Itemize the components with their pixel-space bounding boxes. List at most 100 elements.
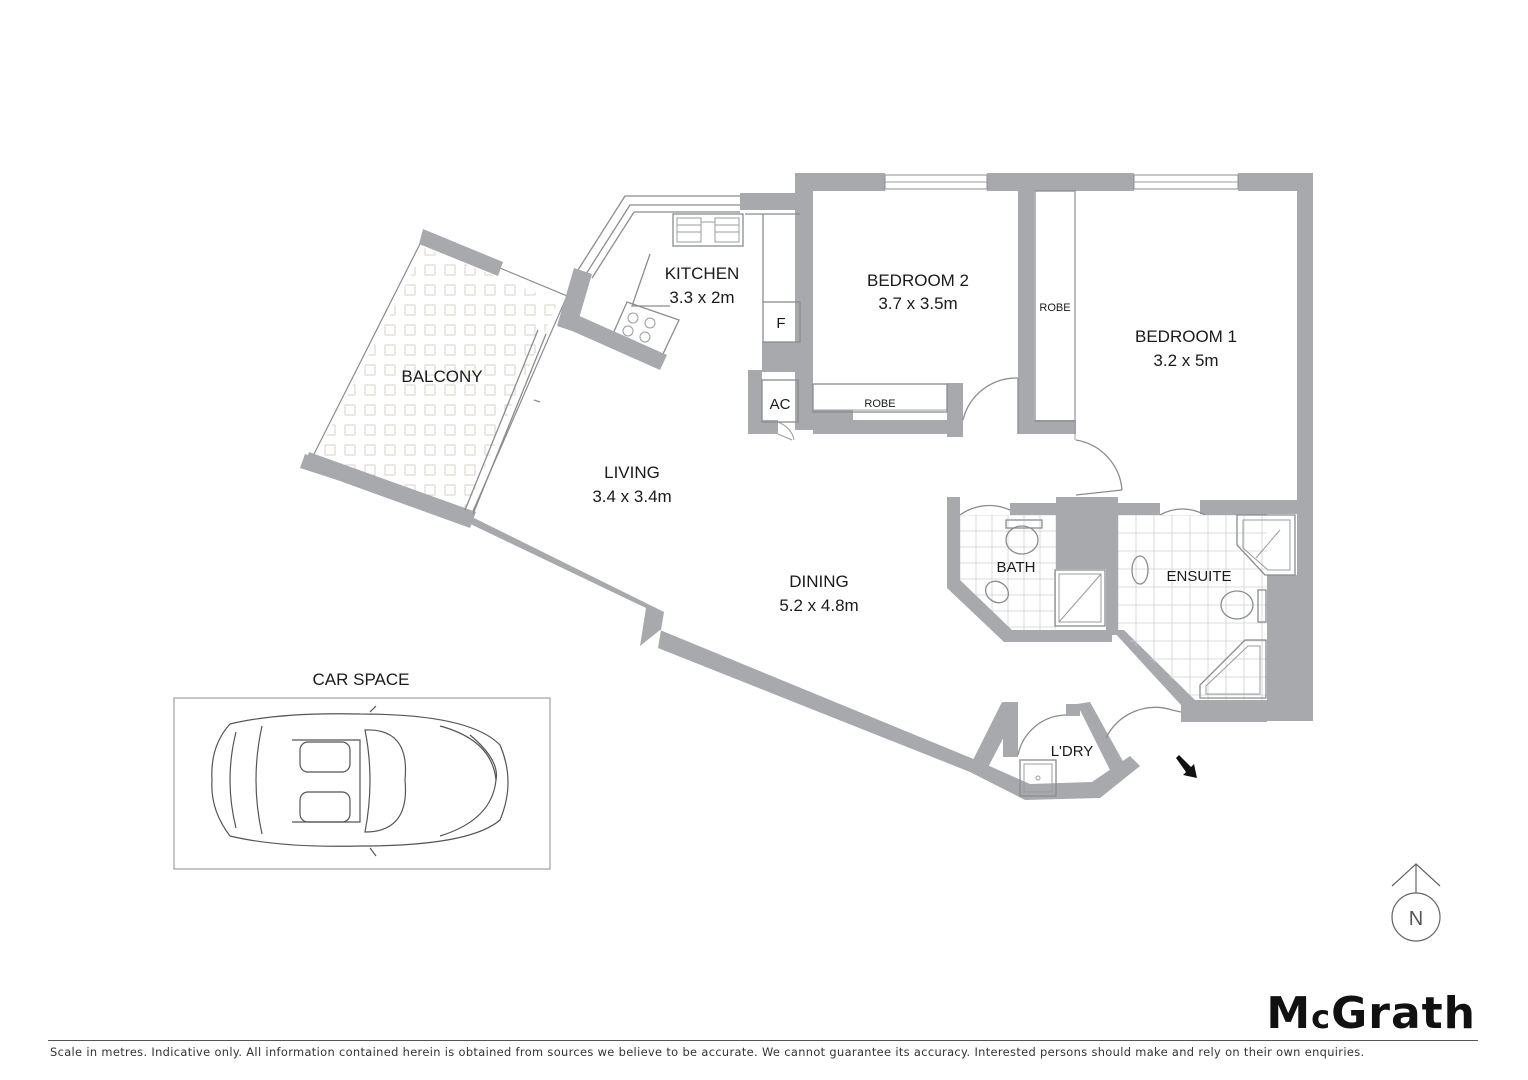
balcony-tile: [344, 344, 356, 356]
balcony-tile: [305, 385, 315, 395]
balcony-tile: [484, 484, 496, 496]
mcgrath-logo: McGrath: [1266, 988, 1476, 1039]
balcony-tile: [504, 384, 516, 396]
laundry-name: L'DRY: [1051, 743, 1094, 760]
bath-name: BATH: [997, 559, 1036, 576]
balcony-tile: [524, 264, 536, 276]
balcony-tile: [344, 504, 356, 510]
balcony-tile: [324, 324, 336, 336]
balcony-tile: [344, 248, 356, 256]
balcony-tile: [565, 425, 575, 435]
balcony-tile: [504, 324, 516, 336]
balcony-tile: [424, 484, 436, 496]
balcony-tile: [524, 304, 536, 316]
balcony-tile: [324, 364, 336, 376]
balcony-tile: [484, 304, 496, 316]
balcony-tile: [344, 264, 356, 276]
balcony-tile: [324, 404, 336, 416]
balcony-tile: [344, 484, 356, 496]
balcony-tile: [384, 284, 396, 296]
balcony-tile: [524, 484, 536, 496]
balcony-tile: [464, 404, 476, 416]
balcony-tile: [305, 505, 315, 515]
robes: [812, 190, 1076, 440]
balcony-tile: [324, 444, 336, 456]
fridge-label: F: [776, 315, 785, 332]
balcony-tile: [484, 404, 496, 416]
balcony-tile: [544, 264, 556, 276]
balcony-tile: [484, 284, 496, 296]
balcony-tile: [305, 325, 315, 335]
balcony-tile: [424, 364, 436, 376]
balcony-tile: [344, 284, 356, 296]
balcony-tile: [364, 424, 376, 436]
balcony-tile: [384, 344, 396, 356]
balcony-tile: [444, 284, 456, 296]
balcony-tile: [384, 464, 396, 476]
balcony-tile: [444, 304, 456, 316]
balcony-tile: [504, 504, 516, 510]
balcony-tile: [364, 248, 376, 256]
balcony-tile: [384, 364, 396, 376]
compass-letter: N: [1409, 908, 1423, 930]
balcony-tile: [424, 324, 436, 336]
car-space-label: CAR SPACE: [313, 670, 410, 689]
car-space: [173, 697, 551, 870]
balcony-tile: [484, 364, 496, 376]
balcony-tile: [364, 444, 376, 456]
balcony-tile: [424, 384, 436, 396]
balcony-tile: [444, 404, 456, 416]
kitchen-size: 3.3 x 2m: [669, 288, 734, 307]
balcony-tile: [324, 344, 336, 356]
balcony-tile: [404, 384, 416, 396]
balcony-tile: [324, 504, 336, 510]
dining-name: DINING: [789, 572, 849, 591]
balcony-tile: [484, 504, 496, 510]
balcony-tile: [484, 384, 496, 396]
ac-label: AC: [770, 396, 791, 413]
dining-size: 5.2 x 4.8m: [779, 596, 858, 615]
balcony-tile: [424, 424, 436, 436]
balcony-tile: [565, 485, 575, 495]
balcony-tile: [404, 344, 416, 356]
balcony-tile: [544, 248, 556, 256]
balcony-tile: [544, 504, 556, 510]
balcony-tile: [364, 404, 376, 416]
balcony-tile: [524, 248, 536, 256]
balcony-tile: [305, 285, 315, 295]
balcony-tile: [305, 365, 315, 375]
balcony-tile: [504, 284, 516, 296]
balcony-tile: [444, 324, 456, 336]
door-swings: [959, 377, 1206, 756]
balcony-tile: [484, 324, 496, 336]
balcony-tile: [565, 405, 575, 415]
balcony-tile: [565, 365, 575, 375]
balcony-tile: [524, 344, 536, 356]
balcony-tile: [464, 384, 476, 396]
balcony-tile: [404, 304, 416, 316]
laundry-fixtures: [1019, 759, 1057, 797]
balcony-tile: [544, 484, 556, 496]
fridge-outline: [762, 301, 801, 343]
balcony-tile: [324, 484, 336, 496]
entry-arrow-icon: [1176, 755, 1197, 778]
north-compass-icon: [1391, 863, 1441, 942]
balcony-tile: [324, 248, 336, 256]
balcony-tile: [344, 424, 356, 436]
balcony-tile: [504, 484, 516, 496]
balcony-tile: [444, 444, 456, 456]
balcony-tile: [464, 424, 476, 436]
balcony-tile: [504, 344, 516, 356]
balcony-tile: [305, 425, 315, 435]
balcony-tile: [565, 385, 575, 395]
balcony-tile: [504, 364, 516, 376]
balcony-tile: [364, 304, 376, 316]
balcony-tile: [404, 464, 416, 476]
bedroom1-name: BEDROOM 1: [1135, 327, 1237, 346]
car-icon: [211, 705, 509, 857]
brand-m: M: [1266, 988, 1312, 1039]
balcony-tile: [305, 485, 315, 495]
balcony-tile: [404, 248, 416, 256]
balcony-tile: [424, 284, 436, 296]
